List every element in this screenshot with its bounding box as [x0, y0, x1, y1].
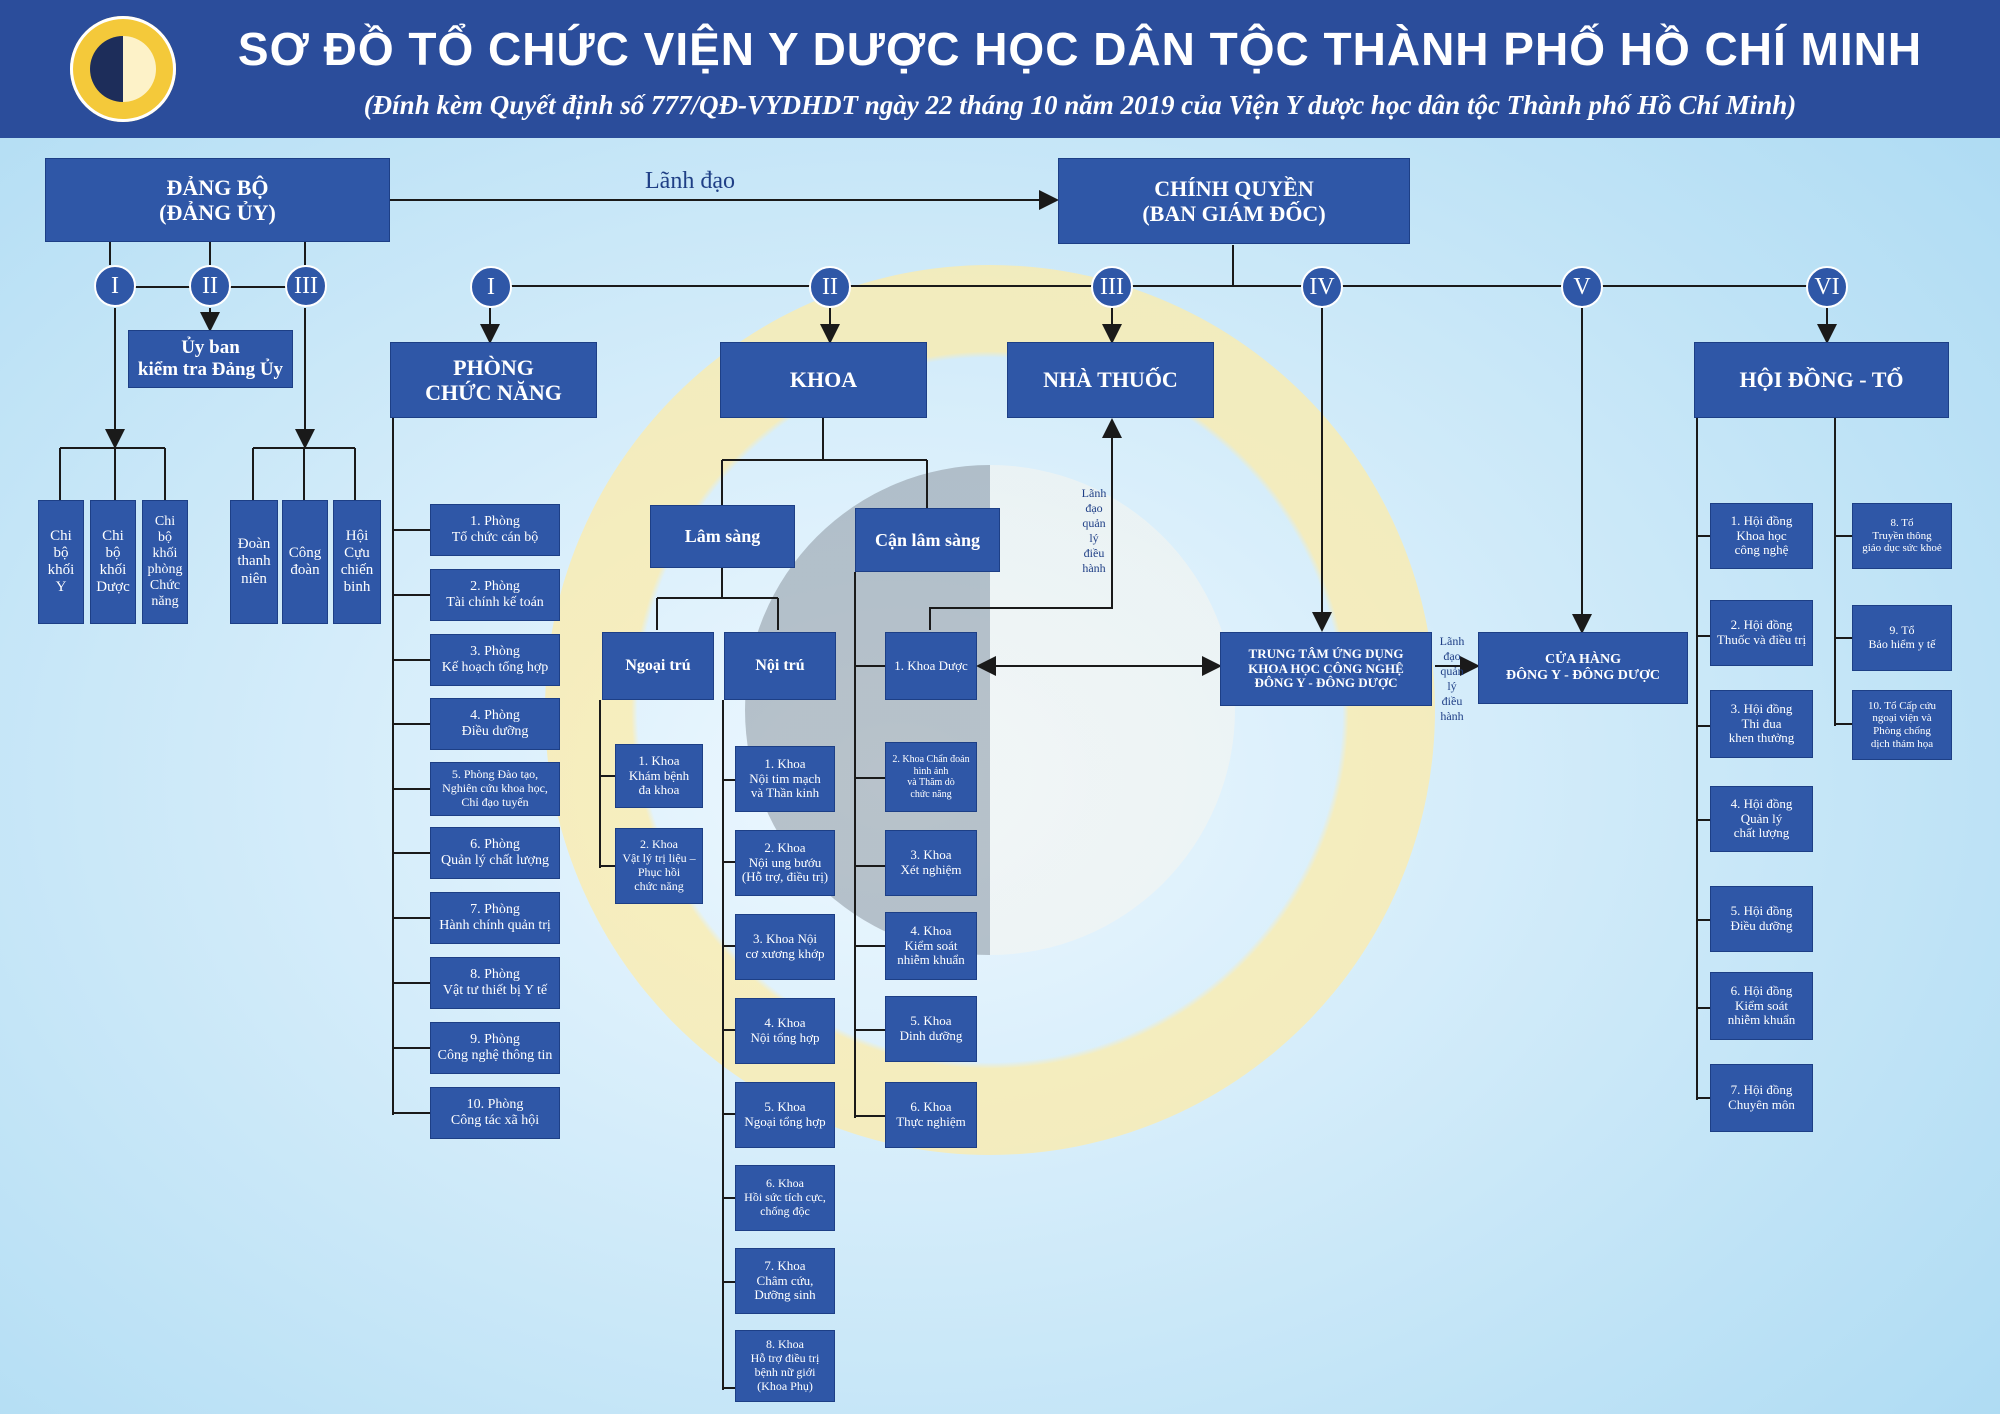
noi-tru-item: 1. Khoa Nội tim mạch và Thần kinh	[735, 746, 835, 812]
ngoai-tru-item: 1. Khoa Khám bệnh đa khoa	[615, 744, 703, 808]
can-lam-sang-item: 3. Khoa Xét nghiệm	[885, 830, 977, 896]
gov-numeral-3: III	[1091, 266, 1133, 308]
hoi-cuu-chien-binh: Hội Cựu chiến binh	[333, 500, 381, 624]
header-banner: SƠ ĐỒ TỔ CHỨC VIỆN Y DƯỢC HỌC DÂN TỘC TH…	[0, 0, 2000, 138]
to-item: 8. Tổ Truyền thông giáo dục sức khoẻ	[1852, 503, 1952, 569]
page-title: SƠ ĐỒ TỔ CHỨC VIỆN Y DƯỢC HỌC DÂN TỘC TH…	[237, 23, 1923, 75]
phong-item: 7. Phòng Hành chính quản trị	[430, 892, 560, 944]
phong-item: 9. Phòng Công nghệ thông tin	[430, 1022, 560, 1074]
phong-item: 4. Phòng Điều dưỡng	[430, 698, 560, 750]
chi-bo-khoi-phong-chuc-nang: Chi bộ khối phòng Chức năng	[142, 500, 188, 624]
hoi-dong-item: 4. Hội đồng Quản lý chất lượng	[1710, 786, 1813, 852]
phong-item: 6. Phòng Quản lý chất lượng	[430, 827, 560, 879]
phong-item: 10. Phòng Công tác xã hội	[430, 1087, 560, 1139]
party-numeral-2: II	[189, 265, 231, 307]
noi-tru-item: 8. Khoa Hỗ trợ điều trị bệnh nữ giới (Kh…	[735, 1330, 835, 1402]
party-numeral-1: I	[94, 265, 136, 307]
can-lam-sang-box: Cận lâm sàng	[855, 508, 1000, 572]
noi-tru-item: 7. Khoa Châm cứu, Dưỡng sinh	[735, 1248, 835, 1314]
institute-seal-icon	[70, 16, 176, 122]
gov-numeral-4: IV	[1301, 266, 1343, 308]
chinh-quyen-box: CHÍNH QUYỀN (BAN GIÁM ĐỐC)	[1058, 158, 1410, 244]
chi-bo-khoi-duoc: Chi bộ khối Dược	[90, 500, 136, 624]
phong-chuc-nang-box: PHÒNG CHỨC NĂNG	[390, 342, 597, 418]
noi-tru-item: 6. Khoa Hồi sức tích cực, chống độc	[735, 1165, 835, 1231]
gov-numeral-1: I	[470, 266, 512, 308]
phong-item: 1. Phòng Tổ chức cán bộ	[430, 504, 560, 556]
gov-numeral-5: V	[1561, 266, 1603, 308]
noi-tru-item: 4. Khoa Nội tổng hợp	[735, 998, 835, 1064]
trung-tam-ung-dung-box: TRUNG TÂM ỨNG DỤNG KHOA HỌC CÔNG NGHỆ ĐÔ…	[1220, 632, 1432, 706]
uy-ban-kiem-tra-box: Ủy ban kiểm tra Đảng Ủy	[128, 330, 293, 388]
lanh-dao-label: Lãnh đạo	[645, 168, 735, 194]
ngoai-tru-box: Ngoại trú	[602, 632, 714, 700]
can-lam-sang-item: 2. Khoa Chẩn đoán hình ảnh và Thăm dò ch…	[885, 742, 977, 812]
chi-bo-khoi-y: Chi bộ khối Y	[38, 500, 84, 624]
khoa-box: KHOA	[720, 342, 927, 418]
lam-sang-box: Lâm sàng	[650, 505, 795, 568]
phong-item: 2. Phòng Tài chính kế toán	[430, 569, 560, 621]
page-subtitle: (Đính kèm Quyết định số 777/QĐ-VYDHDT ng…	[363, 90, 1797, 120]
phong-item: 5. Phòng Đào tạo, Nghiên cứu khoa học, C…	[430, 762, 560, 816]
noi-tru-item: 5. Khoa Ngoại tổng hợp	[735, 1082, 835, 1148]
hoi-dong-to-box: HỘI ĐỒNG - TỔ	[1694, 342, 1949, 418]
lanh-dao-quan-ly-label: Lãnh đạo quản lý điều hành	[1081, 486, 1107, 575]
cua-hang-box: CỬA HÀNG ĐÔNG Y - ĐÔNG DƯỢC	[1478, 632, 1688, 704]
to-item: 9. Tổ Bảo hiểm y tế	[1852, 605, 1952, 671]
lanh-dao-quan-ly-label-2: Lãnh đạo quản lý điều hành	[1439, 634, 1465, 723]
hoi-dong-item: 6. Hội đồng Kiểm soát nhiễm khuẩn	[1710, 972, 1813, 1040]
hoi-dong-item: 7. Hội đồng Chuyên môn	[1710, 1064, 1813, 1132]
hoi-dong-item: 1. Hội đồng Khoa học công nghệ	[1710, 503, 1813, 569]
phong-item: 8. Phòng Vật tư thiết bị Y tế	[430, 957, 560, 1009]
cong-doan: Công đoàn	[282, 500, 328, 624]
noi-tru-item: 2. Khoa Nội ung bướu (Hỗ trợ, điều trị)	[735, 830, 835, 896]
noi-tru-box: Nội trú	[724, 632, 836, 700]
doan-thanh-nien: Đoàn thanh niên	[230, 500, 278, 624]
can-lam-sang-item: 5. Khoa Dinh dưỡng	[885, 996, 977, 1062]
dang-bo-box: ĐẢNG BỘ (ĐẢNG ỦY)	[45, 158, 390, 242]
phong-item: 3. Phòng Kế hoạch tổng hợp	[430, 634, 560, 686]
nha-thuoc-box: NHÀ THUỐC	[1007, 342, 1214, 418]
noi-tru-item: 3. Khoa Nội cơ xương khớp	[735, 914, 835, 980]
hoi-dong-item: 2. Hội đồng Thuốc và điều trị	[1710, 600, 1813, 666]
gov-numeral-2: II	[809, 266, 851, 308]
gov-numeral-6: VI	[1806, 266, 1848, 308]
hoi-dong-item: 3. Hội đồng Thi đua khen thưởng	[1710, 690, 1813, 758]
hoi-dong-item: 5. Hội đồng Điều dưỡng	[1710, 886, 1813, 952]
party-numeral-3: III	[285, 265, 327, 307]
can-lam-sang-item: 6. Khoa Thực nghiệm	[885, 1082, 977, 1148]
can-lam-sang-item: 1. Khoa Dược	[885, 632, 977, 700]
can-lam-sang-item: 4. Khoa Kiểm soát nhiễm khuẩn	[885, 912, 977, 980]
to-item: 10. Tổ Cấp cứu ngoại viện và Phòng chống…	[1852, 690, 1952, 760]
ngoai-tru-item: 2. Khoa Vật lý trị liệu – Phục hồi chức …	[615, 828, 703, 904]
